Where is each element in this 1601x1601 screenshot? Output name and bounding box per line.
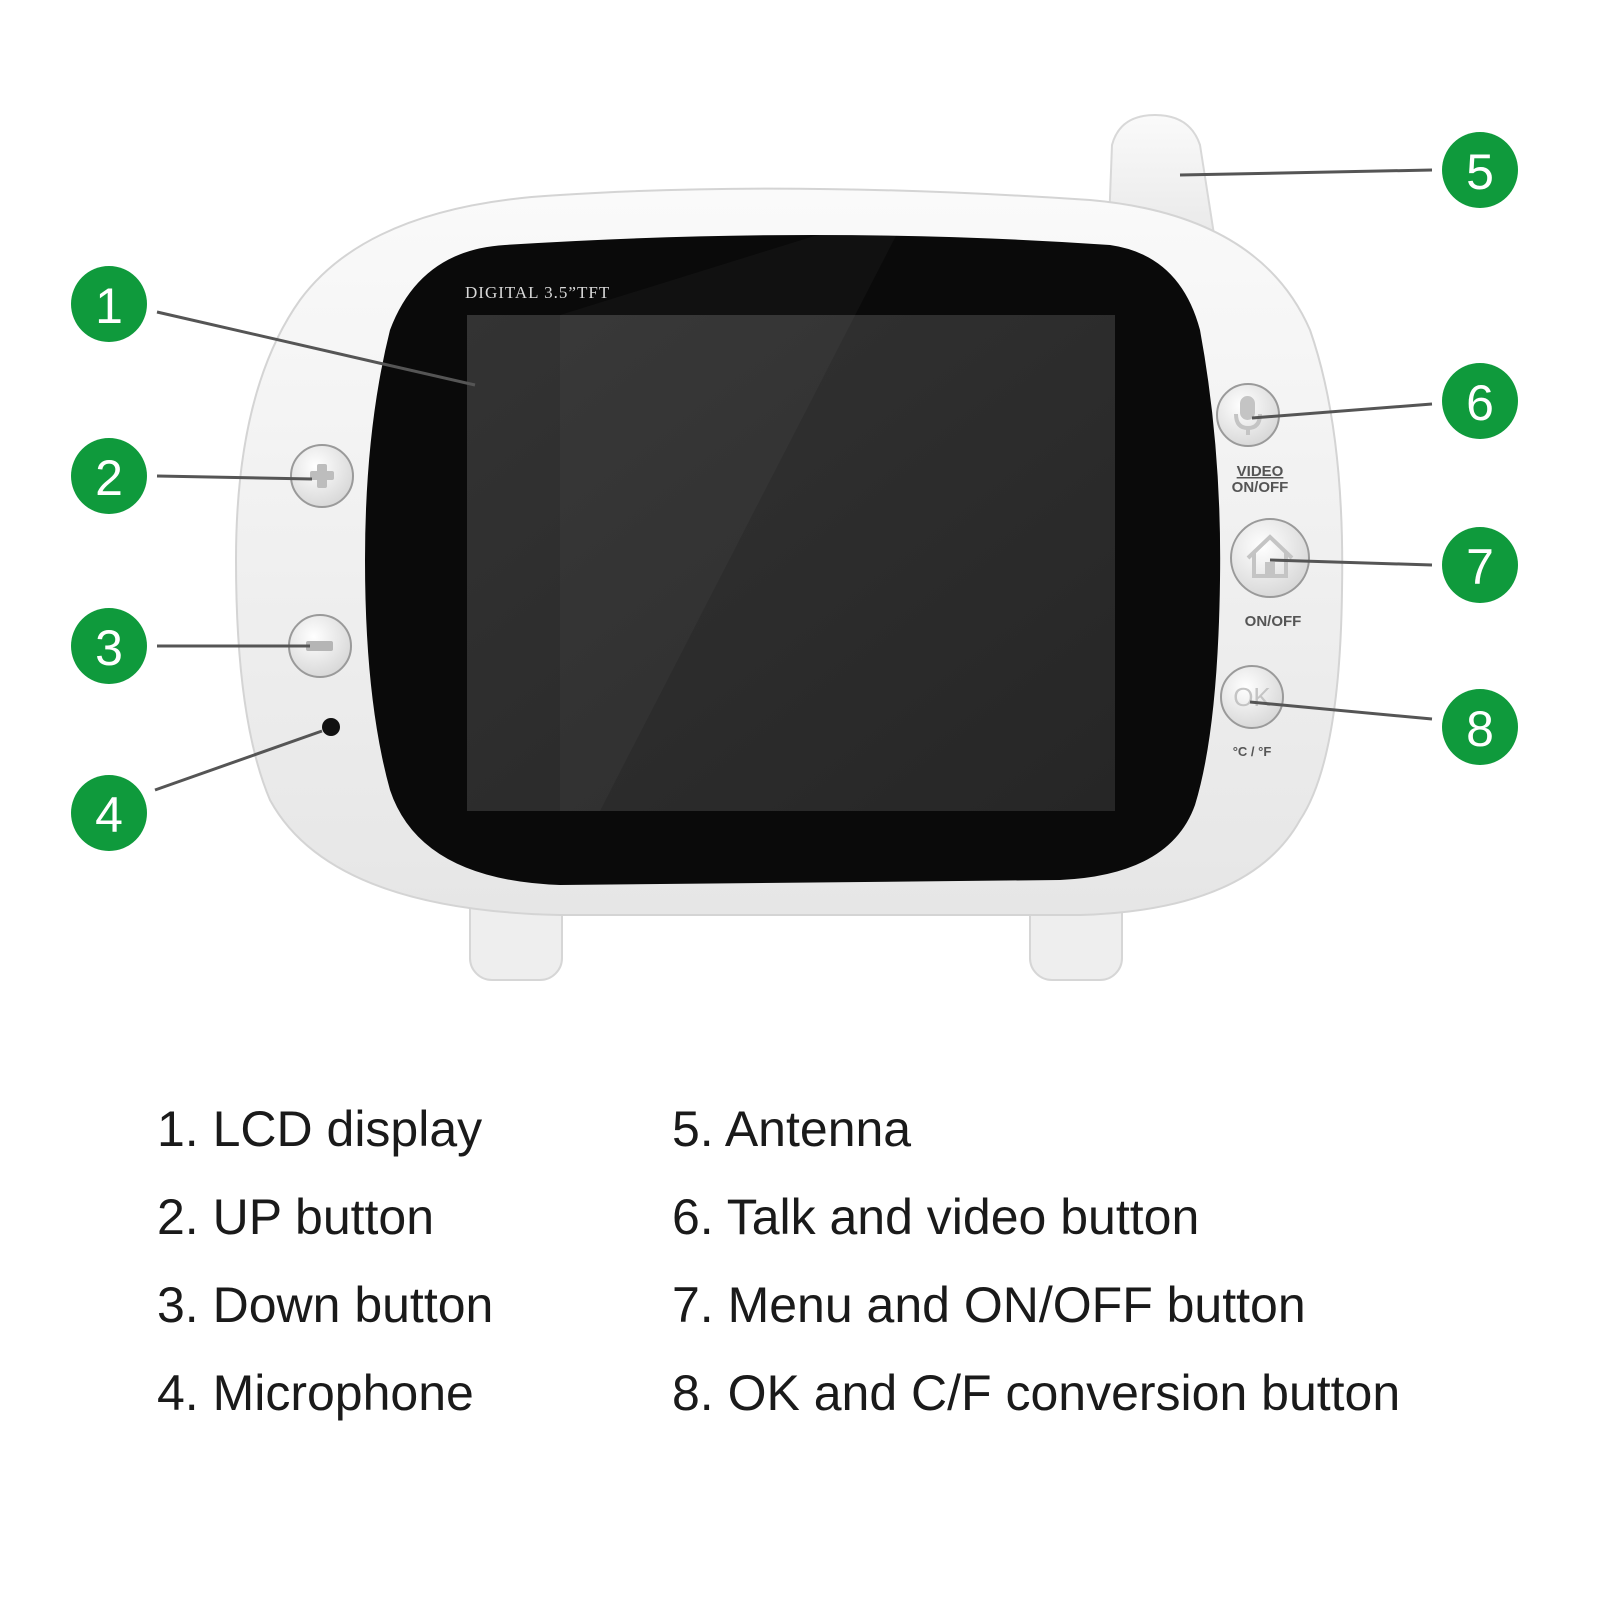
temperature-label: °C / °F (1233, 744, 1272, 759)
legend-item-8: 8. OK and C/F conversion button (672, 1365, 1401, 1421)
legend-item-4: 4. Microphone (157, 1365, 474, 1421)
leader-line-6 (1251, 402, 1433, 420)
callout-badge-2: 2 (71, 438, 147, 514)
callout-badge-1: 1 (71, 266, 147, 342)
legend-left-column: 1. LCD display 2. UP button 3. Down butt… (157, 1085, 493, 1437)
callout-badge-4: 4 (71, 775, 147, 851)
svg-text:7: 7 (1466, 539, 1494, 595)
legend-item-3: 3. Down button (157, 1277, 494, 1333)
svg-text:5: 5 (1466, 144, 1494, 200)
legend-right-column: 5. Antenna 6. Talk and video button 7. M… (672, 1085, 1400, 1437)
legend-item-7: 7. Menu and ON/OFF button (672, 1277, 1306, 1333)
video-label: VIDEO (1237, 463, 1284, 480)
leader-line-8 (1249, 700, 1433, 721)
svg-text:2: 2 (95, 450, 123, 506)
legend-item-6: 6. Talk and video button (672, 1189, 1200, 1245)
callout-badge-5: 5 (1442, 132, 1518, 208)
legend-item-5: 5. Antenna (672, 1101, 912, 1157)
leader-line-4 (154, 729, 323, 792)
callout-badge-7: 7 (1442, 527, 1518, 603)
callout-badge-8: 8 (1442, 689, 1518, 765)
callout-badge-6: 6 (1442, 363, 1518, 439)
screen-label: DIGITAL 3.5”TFT (465, 283, 610, 302)
ok-label: OK (1233, 682, 1271, 712)
leader-line-5 (1179, 168, 1433, 177)
svg-text:8: 8 (1466, 701, 1494, 757)
down-button[interactable] (288, 614, 352, 678)
callout-badge-3: 3 (71, 608, 147, 684)
legend-item-2: 2. UP button (157, 1189, 435, 1245)
microphone-hole (322, 718, 340, 736)
svg-text:6: 6 (1466, 375, 1494, 431)
up-button[interactable] (290, 444, 354, 508)
leader-line-2 (156, 474, 313, 481)
leader-line-7 (1269, 558, 1433, 567)
menu-onoff-label: ON/OFF (1245, 613, 1302, 630)
ok-button[interactable]: OK (1220, 665, 1284, 729)
leader-line-1 (156, 310, 476, 387)
menu-onoff-button[interactable] (1230, 518, 1310, 598)
svg-text:1: 1 (95, 278, 123, 334)
svg-text:4: 4 (95, 787, 123, 843)
legend-item-1: 1. LCD display (157, 1101, 483, 1157)
microphone-icon (1234, 396, 1262, 435)
video-onoff-label: ON/OFF (1232, 479, 1289, 496)
minus-icon (306, 641, 333, 651)
home-icon (1246, 534, 1294, 578)
plus-icon (310, 464, 334, 488)
talk-video-button[interactable] (1216, 383, 1280, 447)
svg-text:3: 3 (95, 620, 123, 676)
lcd-display (467, 315, 1115, 811)
